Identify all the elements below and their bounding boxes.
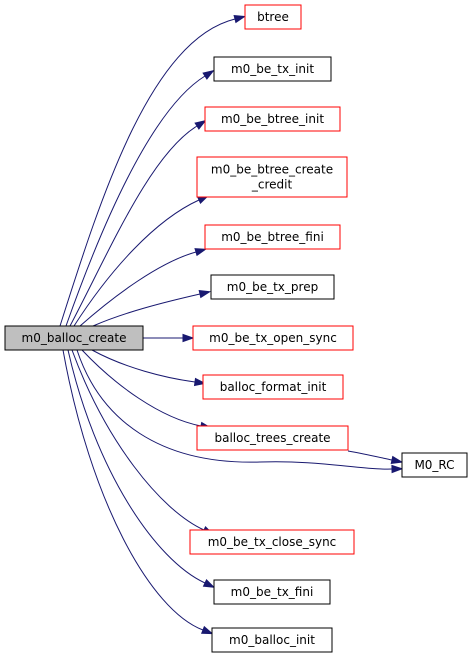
edge-line (71, 349, 205, 531)
edge-line (79, 251, 197, 327)
arrowhead-icon (194, 119, 207, 130)
edge-line (92, 293, 201, 327)
node-box[interactable] (210, 274, 335, 300)
node-box[interactable] (211, 627, 333, 653)
edge-line (62, 349, 204, 631)
node-box[interactable] (202, 374, 344, 400)
node-box[interactable] (204, 106, 341, 132)
edge-root-to-tx_open_sync (143, 333, 195, 343)
node-tx-prep[interactable]: m0_be_tx_prep (210, 274, 335, 300)
edge-root-to-tx_init (65, 69, 215, 327)
arrowhead-icon (391, 464, 404, 474)
node-btree-fini[interactable]: m0_be_btree_fini (204, 224, 341, 250)
edge-line (73, 199, 200, 327)
node-box[interactable] (189, 529, 355, 555)
node-format-init[interactable]: balloc_format_init (202, 374, 344, 400)
edge-line (59, 18, 236, 327)
node-m0-rc[interactable]: M0_RC (401, 452, 468, 478)
node-label: m0_balloc_init (229, 633, 315, 647)
edge-root-to-tx_fini (67, 349, 216, 588)
node-trees-create[interactable]: balloc_trees_create (196, 425, 349, 451)
edge-line (65, 75, 206, 327)
arrowhead-icon (193, 377, 207, 387)
nodes-layer: m0_balloc_create btree m0_be_tx_init m0_be_… (4, 4, 468, 653)
edge-root-to-btree_create_credit (73, 195, 210, 327)
edge-root-to-btree_fini (79, 248, 208, 327)
arrowhead-icon (194, 248, 208, 257)
node-label: m0_be_tx_close_sync (208, 535, 337, 549)
edge-root-to-balloc_init (62, 349, 214, 635)
node-label: balloc_trees_create (214, 431, 330, 445)
edge-root-to-format_init (91, 349, 207, 387)
edges-layer (59, 15, 404, 635)
node-tx-init[interactable]: m0_be_tx_init (213, 56, 332, 82)
edge-root-to-tx_close_sync (71, 349, 215, 535)
node-box[interactable] (213, 56, 332, 82)
arrowhead-icon (200, 625, 214, 635)
edge-root-to-btree_init (69, 119, 207, 327)
arrowhead-icon (182, 333, 195, 343)
edge-line (69, 125, 198, 327)
arrowhead-icon (202, 69, 215, 80)
node-root[interactable]: m0_balloc_create (4, 325, 144, 351)
node-label: m0_be_tx_fini (231, 585, 314, 599)
node-tx-fini[interactable]: m0_be_tx_fini (213, 579, 331, 605)
edge-line (91, 349, 196, 383)
node-label: m0_be_btree_create (211, 163, 333, 177)
node-tx-close-sync[interactable]: m0_be_tx_close_sync (189, 529, 355, 555)
node-box[interactable] (204, 224, 341, 250)
arrowhead-icon (233, 15, 247, 24)
node-tx-open-sync[interactable]: m0_be_tx_open_sync (192, 325, 354, 351)
edge-root-to-btree (59, 15, 247, 327)
node-box[interactable] (213, 579, 331, 605)
node-box[interactable] (196, 425, 349, 451)
edge-line (81, 349, 202, 427)
node-label: btree (257, 10, 289, 24)
node-box[interactable] (192, 325, 354, 351)
edge-line (67, 349, 206, 584)
arrowhead-icon (202, 578, 216, 588)
node-label: m0_be_tx_open_sync (209, 331, 337, 345)
edge-trees_create-to-m0_rc (347, 450, 404, 465)
node-label: balloc_format_init (220, 380, 327, 394)
edge-root-to-tx_prep (92, 290, 212, 327)
node-label: m0_balloc_create (22, 331, 127, 345)
edge-line (76, 349, 393, 470)
node-box[interactable] (401, 452, 468, 478)
node-btree-create-credit[interactable]: m0_be_btree_create_credit (196, 156, 348, 198)
node-label: m0_be_tx_prep (227, 280, 318, 294)
node-box[interactable] (244, 4, 302, 30)
node-label: m0_be_tx_init (231, 62, 314, 76)
node-box[interactable] (196, 156, 348, 198)
node-label: m0_be_btree_fini (221, 230, 324, 244)
node-label: M0_RC (414, 458, 454, 472)
edge-root-to-trees_create (81, 349, 213, 431)
node-label: m0_be_btree_init (221, 112, 324, 126)
node-label: _credit (251, 178, 293, 192)
node-btree[interactable]: btree (244, 4, 302, 30)
node-balloc-init[interactable]: m0_balloc_init (211, 627, 333, 653)
edge-line (347, 450, 393, 461)
arrowhead-icon (390, 455, 404, 465)
edge-root-to-m0_rc (76, 349, 404, 474)
node-box[interactable] (4, 325, 144, 351)
arrowhead-icon (198, 290, 212, 299)
node-btree-init[interactable]: m0_be_btree_init (204, 106, 341, 132)
